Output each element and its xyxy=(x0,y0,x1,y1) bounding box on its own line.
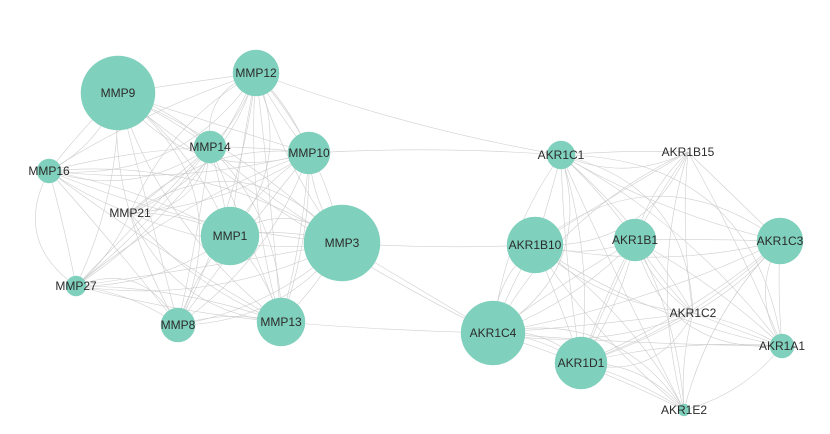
node-mmp12 xyxy=(232,49,280,97)
edge-MMP12-MMP13 xyxy=(253,72,282,323)
edge-MMP12-MMP21 xyxy=(129,72,257,214)
edge-MMP27-MMP13 xyxy=(75,285,282,323)
edge-AKR1C1-AKR1D1 xyxy=(560,154,585,364)
node-mmp10 xyxy=(287,131,331,175)
edge-MMP10-MMP8 xyxy=(177,152,310,326)
edge-AKR1C1-AKR1B15 xyxy=(560,151,689,169)
edge-MMP16-MMP27 xyxy=(35,170,77,287)
node-label-akr1c4: AKR1C4 xyxy=(470,326,517,340)
node-akr1a1 xyxy=(769,333,795,359)
node-akr1c3 xyxy=(756,217,804,265)
network-nodes xyxy=(36,49,804,417)
edge-AKR1B10-AKR1E2 xyxy=(534,244,685,411)
edge-MMP21-MMP13 xyxy=(129,212,282,323)
edge-AKR1B10-AKR1A1 xyxy=(534,244,783,347)
edge-AKR1C1-AKR1A1 xyxy=(560,154,783,347)
edge-AKR1A1-AKR1D1 xyxy=(580,343,783,364)
edge-AKR1C3-AKR1C4 xyxy=(492,240,781,334)
edge-MMP10-AKR1C1 xyxy=(308,149,562,156)
edge-MMP12-AKR1C1 xyxy=(255,72,562,156)
edge-AKR1C4-AKR1A1 xyxy=(492,332,783,347)
node-akr1c1 xyxy=(546,140,576,170)
edge-AKR1B15-AKR1C2 xyxy=(684,151,694,314)
edge-MMP16-MMP27 xyxy=(48,170,77,287)
node-label-mmp12: MMP12 xyxy=(235,66,277,80)
node-label-akr1b10: AKR1B10 xyxy=(509,238,562,252)
node-mmp27 xyxy=(65,275,87,297)
edge-MMP10-MMP27 xyxy=(75,152,310,287)
edge-AKR1B15-AKR1A1 xyxy=(687,151,783,347)
edge-AKR1A1-AKR1E2 xyxy=(683,345,783,411)
network-edges xyxy=(35,72,783,411)
node-akr1d1 xyxy=(554,336,608,390)
node-label-mmp9: MMP9 xyxy=(101,86,136,100)
node-label-mmp27: MMP27 xyxy=(55,279,97,293)
edge-MMP12-MMP27 xyxy=(75,72,257,287)
edge-MMP14-MMP27 xyxy=(75,146,211,287)
edge-MMP14-MMP13 xyxy=(209,146,282,323)
edge-MMP12-MMP16 xyxy=(48,72,257,172)
node-label-mmp8: MMP8 xyxy=(161,318,196,332)
edge-AKR1C1-AKR1D1 xyxy=(560,154,582,364)
edge-MMP14-MMP27 xyxy=(75,146,211,287)
edge-MMP21-MMP27 xyxy=(75,212,131,287)
edge-AKR1B1-AKR1A1 xyxy=(634,239,783,347)
edge-AKR1C1-AKR1E2 xyxy=(560,154,685,411)
edge-MMP9-AKR1C4 xyxy=(117,92,494,334)
node-label-mmp10: MMP10 xyxy=(288,146,330,160)
edge-AKR1C3-AKR1D1 xyxy=(580,240,781,364)
node-mmp8 xyxy=(160,307,196,343)
edge-MMP10-MMP21 xyxy=(129,152,310,214)
node-label-akr1b15: AKR1B15 xyxy=(662,145,715,159)
node-mmp13 xyxy=(256,297,306,347)
edge-MMP12-MMP8 xyxy=(177,72,257,326)
node-label-akr1e2: AKR1E2 xyxy=(661,403,707,417)
node-akr1b1 xyxy=(613,218,657,262)
node-label-mmp3: MMP3 xyxy=(325,236,360,250)
edge-AKR1C1-AKR1C3 xyxy=(560,154,781,242)
node-mmp1 xyxy=(200,206,260,266)
edge-MMP16-MMP13 xyxy=(48,170,282,323)
edge-AKR1B15-AKR1C4 xyxy=(492,151,689,334)
edge-AKR1C2-AKR1E2 xyxy=(682,312,694,411)
node-mmp9 xyxy=(80,55,156,131)
edge-AKR1C1-AKR1C2 xyxy=(560,154,694,314)
edge-MMP14-MMP16 xyxy=(48,146,211,182)
edge-MMP12-MMP16 xyxy=(48,72,257,173)
edge-AKR1C3-AKR1E2 xyxy=(683,240,781,411)
edge-MMP14-MMP16 xyxy=(48,146,211,172)
node-label-mmp13: MMP13 xyxy=(260,315,302,329)
node-label-akr1c3: AKR1C3 xyxy=(757,234,804,248)
edge-MMP12-MMP13 xyxy=(255,72,282,323)
node-akr1c4 xyxy=(460,300,526,366)
edge-MMP16-MMP3 xyxy=(48,170,343,244)
edge-AKR1C3-AKR1D1 xyxy=(580,240,781,364)
node-label-mmp16: MMP16 xyxy=(28,164,70,178)
edge-AKR1B1-AKR1A1 xyxy=(634,239,783,347)
node-label-mmp1: MMP1 xyxy=(213,229,248,243)
node-akr1b10 xyxy=(506,216,564,274)
edge-MMP10-MMP16 xyxy=(48,152,310,176)
node-mmp14 xyxy=(193,130,227,164)
node-label-akr1a1: AKR1A1 xyxy=(759,339,805,353)
node-label-mmp21: MMP21 xyxy=(109,206,151,220)
node-label-mmp14: MMP14 xyxy=(189,140,231,154)
node-label-akr1b1: AKR1B1 xyxy=(612,233,658,247)
edge-AKR1B15-AKR1E2 xyxy=(666,151,689,411)
node-mmp16 xyxy=(36,158,62,184)
edge-AKR1B1-AKR1E2 xyxy=(634,239,685,411)
edge-AKR1B10-AKR1C3 xyxy=(534,195,781,246)
node-label-akr1d1: AKR1D1 xyxy=(558,356,605,370)
edge-AKR1B10-AKR1C3 xyxy=(534,240,781,258)
edge-AKR1C1-AKR1A1 xyxy=(560,154,783,347)
node-mmp3 xyxy=(303,204,381,282)
node-label-akr1c2: AKR1C2 xyxy=(670,306,717,320)
node-label-akr1c1: AKR1C1 xyxy=(538,148,585,162)
edge-MMP14-MMP8 xyxy=(177,146,211,326)
edge-MMP9-MMP13 xyxy=(117,92,282,323)
node-akr1e2 xyxy=(677,403,691,417)
